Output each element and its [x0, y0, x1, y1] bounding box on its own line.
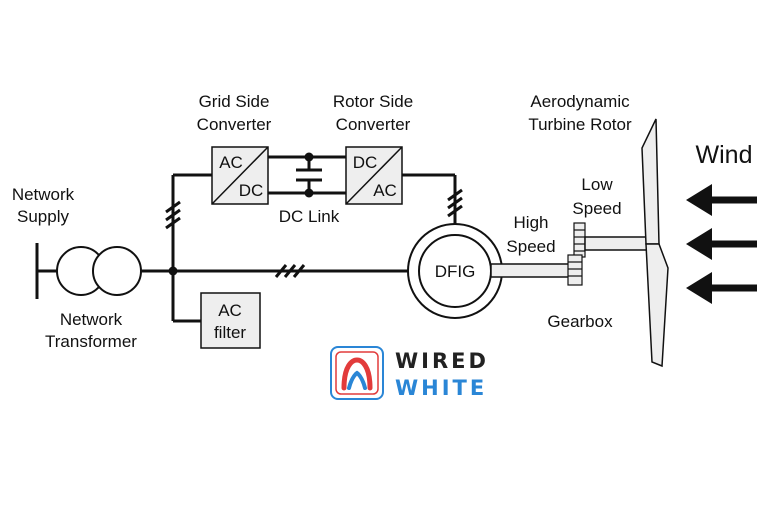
network-transformer [56, 246, 142, 296]
dfig-generator: DFIG [407, 223, 503, 319]
rotor-side-converter-label-line2: Converter [336, 115, 411, 134]
turbine-rotor-label-line2: Turbine Rotor [528, 115, 632, 134]
phase-marks-branch [165, 200, 181, 230]
low-speed-shaft [584, 236, 650, 251]
dc-link-label: DC Link [279, 207, 340, 226]
junction-dot [168, 266, 178, 276]
turbine-rotor [641, 118, 669, 368]
low-speed-label-line2: Speed [572, 199, 621, 218]
gsc-dc-text: DC [239, 181, 264, 200]
wind-label: Wind [696, 141, 753, 169]
junctions [168, 152, 314, 276]
rsc-dc-text: DC [353, 153, 378, 172]
high-speed-shaft [490, 263, 570, 278]
network-transformer-label-line1: Network [60, 310, 123, 329]
phase-marks-rotor [447, 188, 463, 218]
ac-filter-line1: AC [218, 301, 242, 320]
dfig-text: DFIG [435, 262, 476, 281]
wind-arrow [686, 184, 757, 216]
high-speed-label-line1: High [514, 213, 549, 232]
wind-arrows [686, 184, 757, 304]
rotor-side-converter-label-line1: Rotor Side [333, 92, 413, 111]
low-speed-label-line1: Low [581, 175, 613, 194]
blade-upper [641, 118, 660, 245]
network-supply-label-line1: Network [12, 185, 75, 204]
gearbox-gears [567, 222, 586, 286]
wind-arrow [686, 228, 757, 260]
grid-side-converter-label-line1: Grid Side [199, 92, 270, 111]
ac-filter-line2: filter [214, 323, 246, 342]
three-phase-marks [165, 188, 463, 278]
junction-dot [304, 188, 314, 198]
network-transformer-label-line2: Transformer [45, 332, 137, 351]
rotor-side-converter: DC AC [345, 146, 403, 205]
gear-upper [573, 222, 586, 258]
gearbox-label: Gearbox [547, 312, 613, 331]
wind-arrow [686, 272, 757, 304]
ac-filter: AC filter [200, 292, 261, 349]
grid-side-converter-label-line2: Converter [197, 115, 272, 134]
junction-dot [304, 152, 314, 162]
gsc-ac-text: AC [219, 153, 243, 172]
high-speed-label-line2: Speed [506, 237, 555, 256]
gear-lower [567, 254, 583, 286]
turbine-rotor-label-line1: Aerodynamic [530, 92, 630, 111]
phase-marks-main [274, 264, 306, 278]
grid-side-converter: AC DC [211, 146, 269, 205]
network-supply-label-line2: Supply [17, 207, 69, 226]
logo-text-line2: WHITE [395, 376, 487, 400]
rsc-ac-text: AC [373, 181, 397, 200]
blade-lower [645, 243, 669, 368]
logo-text-line1: WIRED [395, 349, 489, 373]
transformer-coil-right [92, 246, 142, 296]
logo-mark-red [341, 357, 373, 391]
logo-mark-blue [347, 370, 367, 390]
labels: Network Supply Network Transformer Grid … [12, 92, 753, 351]
wired-white-logo: WIRED WHITE [330, 346, 489, 400]
